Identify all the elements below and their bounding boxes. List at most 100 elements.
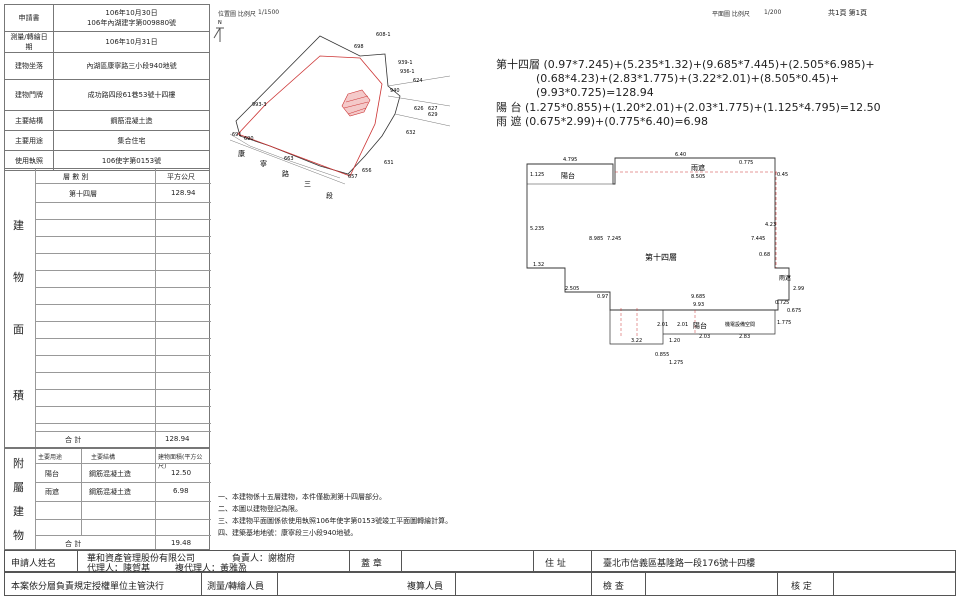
note-line: 一、本建物係十五層建物，本件僅勘測第十四層部分。 xyxy=(218,493,386,501)
vertical-char: 附 xyxy=(13,457,24,470)
dim-label: 1.275 xyxy=(669,360,683,366)
door-label: 建物門牌 xyxy=(4,79,54,111)
dim-label: 6.40 xyxy=(675,152,686,158)
use: 集合住宅 xyxy=(53,130,210,151)
attached-area-header: 建物面積(平方公尺) xyxy=(158,454,203,470)
adjacent-lines xyxy=(387,75,451,127)
note-line: 二、本圖以建物登記為限。 xyxy=(218,505,302,513)
agent-name: 代理人：陳賀基 xyxy=(87,564,151,574)
parcel-label: 940 xyxy=(390,88,400,94)
dim-label: 7.245 xyxy=(607,236,621,242)
vertical-char: 積 xyxy=(13,389,24,402)
applicant-cell: 106年10月30日 106年內湖建字第009880號 xyxy=(53,4,210,32)
dim-label: 8.985 xyxy=(589,236,603,242)
dim-label: 1.775 xyxy=(777,320,791,326)
footer-signoff-row: 本案依分層負責規定授權單位主管決行 測量/轉繪人員 複算人員 檢 查 核 定 xyxy=(4,572,956,596)
applicant-name-label: 申請人姓名 xyxy=(11,559,57,569)
survey-date-label: 測量/轉繪日期 xyxy=(4,31,54,53)
use-label: 主要用途 xyxy=(4,130,54,151)
structure: 鋼筋混凝土造 xyxy=(53,110,210,131)
vertical-char: 建 xyxy=(13,219,24,232)
dim-label: 2.83 xyxy=(739,334,750,340)
attached-row-struct: 鋼筋混凝土造 xyxy=(89,470,131,478)
area-table: 層 數 別 平方公尺 第十四層 128.94 合 計 128.94 建 物 面 … xyxy=(4,168,211,448)
dim-label: 4.23 xyxy=(765,222,776,228)
applicant-date: 106年10月30日 xyxy=(105,9,158,17)
site-map-header: 位置圖 比例尺 xyxy=(218,11,256,18)
bottom-balcony-outline xyxy=(609,310,776,345)
vertical-char: 物 xyxy=(13,271,24,284)
formula-floor-1: 第十四層 (0.97*7.245)+(5.235*1.32)+(9.685*7.… xyxy=(496,58,875,71)
dim-label: 0.97 xyxy=(597,294,608,300)
company-name: 華和資產管理股份有限公司 xyxy=(87,554,196,564)
dim-label: 1.20 xyxy=(669,338,680,344)
footprint-hatch xyxy=(343,95,369,115)
dim-label: 1.125 xyxy=(530,172,544,178)
survey-date: 106年10月31日 xyxy=(53,31,210,53)
parcel-940-boundary xyxy=(237,55,383,177)
dim-label: 0.775 xyxy=(739,160,753,166)
dim-label: 5.235 xyxy=(530,226,544,232)
dim-label: 2.03 xyxy=(699,334,710,340)
dim-label: 2.505 xyxy=(565,286,579,292)
floor-column-header: 層 數 別 xyxy=(63,173,89,181)
bottom-dividers xyxy=(620,308,696,336)
floor-row-name: 第十四層 xyxy=(69,190,97,198)
attached-total: 19.48 xyxy=(171,539,192,547)
area-total-label: 合 計 xyxy=(65,436,82,444)
parcel-label: 626 xyxy=(414,106,424,112)
plan-label: 雨遮 xyxy=(691,163,705,172)
attached-row-area: 6.98 xyxy=(173,487,189,495)
dim-label: 0.855 xyxy=(655,352,669,358)
dim-label: 2.01 xyxy=(677,322,688,328)
seal-label: 蓋 章 xyxy=(361,559,382,569)
dim-label: 0.725 xyxy=(775,300,789,306)
attached-table: 主要用途 主要結構 建物面積(平方公尺) 陽台 鋼筋混凝土造 12.50 雨遮 … xyxy=(4,448,211,550)
plan-label: 機電設備空間 xyxy=(725,321,755,328)
license: 106使字第0153號 xyxy=(53,150,210,171)
applicant-label: 申請書 xyxy=(4,4,54,32)
formula-balcony: 陽 台 (1.275*0.855)+(1.20*2.01)+(2.03*1.77… xyxy=(496,101,881,114)
parcel-label: 663 xyxy=(284,156,294,162)
attached-row-use: 雨遮 xyxy=(45,488,59,496)
parcel-label: 690 xyxy=(244,136,254,142)
plan-scale: 1/200 xyxy=(764,9,782,16)
building-footprint xyxy=(341,89,371,117)
dim-label: 7.445 xyxy=(751,236,765,242)
dim-label: 2.99 xyxy=(793,286,804,292)
dim-label: 9.685 xyxy=(691,294,705,300)
dim-label: 1.32 xyxy=(533,262,544,268)
applicant-address: 臺北市信義區基隆路一段176號十四樓 xyxy=(603,559,756,569)
plan-label: 陽台 xyxy=(693,321,707,330)
sub-agent-name: 複代理人：黃雅盈 xyxy=(175,564,248,574)
parcel-label: 698 xyxy=(354,44,364,50)
parcel-label: 608-1 xyxy=(376,32,391,38)
note-line: 三、本建物平面圖係依使用執照106年使字第0153號竣工平面圖轉繪計算。 xyxy=(218,517,453,525)
plan-outline xyxy=(526,157,790,311)
parcel-label: 627 xyxy=(428,106,438,112)
road-char: 寧 xyxy=(260,159,267,168)
structure-label: 主要結構 xyxy=(4,110,54,131)
floor-plan: 陽台 雨遮 第十四層 雨遮 陽台 機電設備空間 4.795 6.40 0.775… xyxy=(526,152,804,366)
north-arrow-icon xyxy=(213,27,224,42)
parcel-label: 631 xyxy=(384,160,394,166)
reviewer-label: 複算人員 xyxy=(407,582,444,592)
page-info: 共1頁 第1頁 xyxy=(828,9,868,17)
formula-rain-shelter: 雨 遮 (0.675*2.99)+(0.775*6.40)=6.98 xyxy=(496,115,709,128)
road-char: 段 xyxy=(326,191,333,200)
dim-label: 0.68 xyxy=(759,252,770,258)
plan-header: 平面圖 比例尺 xyxy=(712,11,750,18)
location: 內湖區康寧路三小段940地號 xyxy=(53,52,210,80)
plan-label: 第十四層 xyxy=(645,252,677,262)
approver-label: 核 定 xyxy=(791,582,812,592)
floor-row-area: 128.94 xyxy=(171,189,196,197)
plan-label: 陽台 xyxy=(561,171,575,180)
attached-row-use: 陽台 xyxy=(45,470,59,478)
dim-label: 2.01 xyxy=(657,322,668,328)
parcel-label: 629 xyxy=(428,112,438,118)
address-label: 住 址 xyxy=(545,559,566,569)
dim-label: 4.795 xyxy=(563,157,577,163)
dim-label: 0.675 xyxy=(787,308,801,314)
site-map: N 608-1 698 939-1 936-1 624 940 626 627 … xyxy=(213,20,451,200)
